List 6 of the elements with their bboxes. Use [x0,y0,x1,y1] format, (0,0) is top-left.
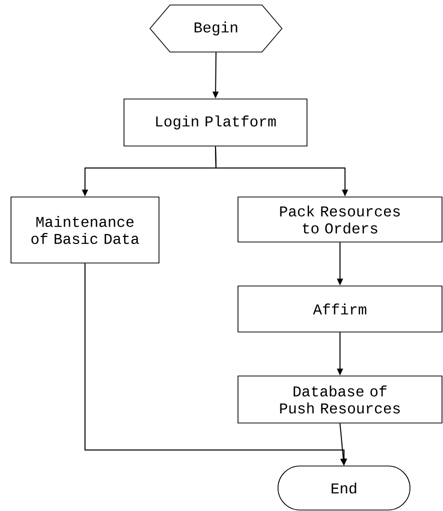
process-box: Pack Resources to Orders [238,196,442,242]
process-box: Database of Push Resources [238,376,442,424]
process-box: Affirm [238,286,442,332]
process-box: Maintenance of Basic Data [10,196,160,264]
end-terminator: End [278,466,410,510]
process-box: Login Platform [124,98,308,146]
